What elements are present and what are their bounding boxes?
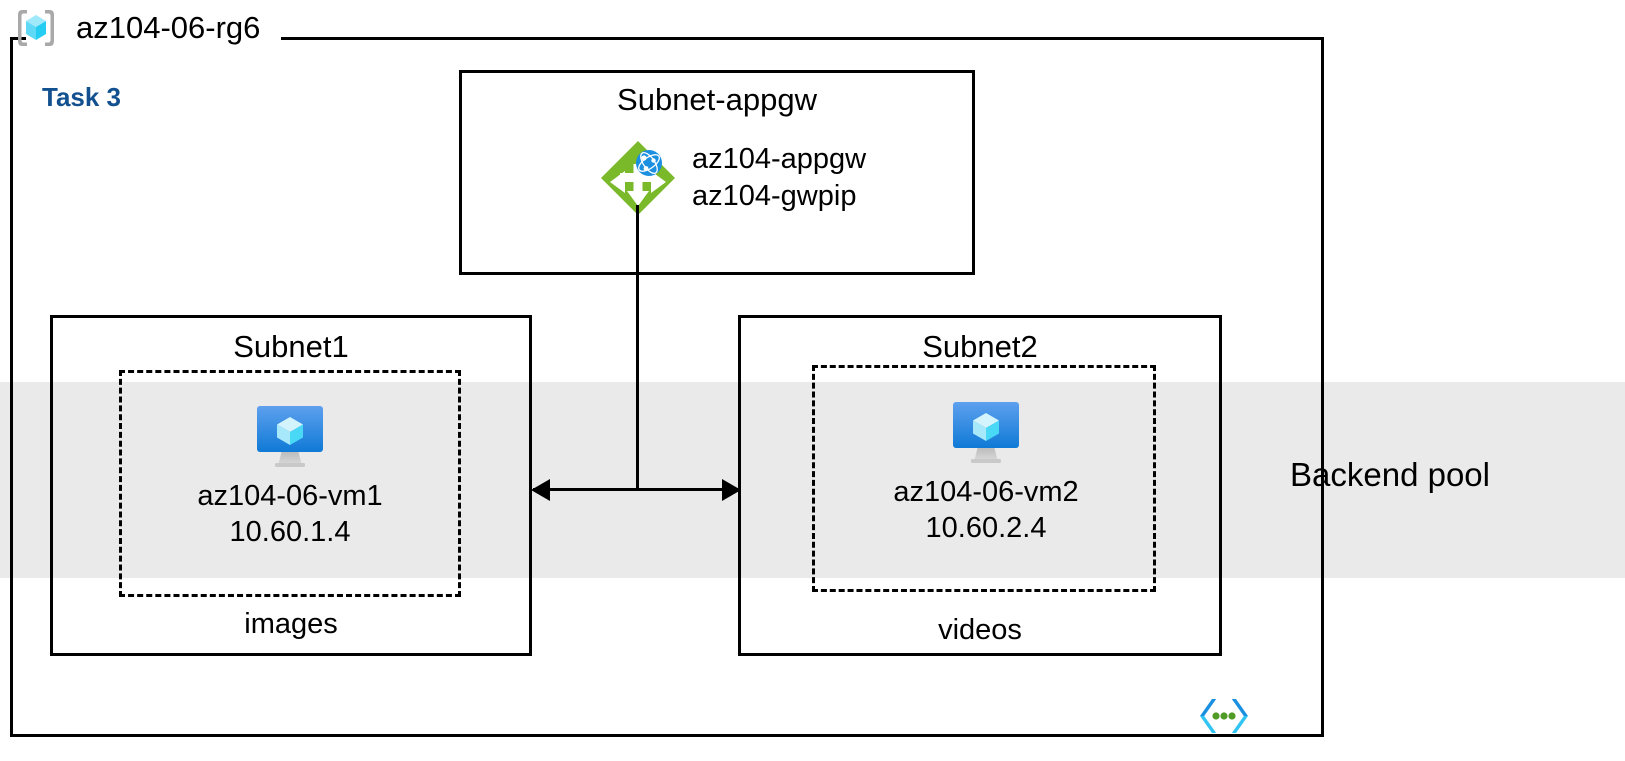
resource-group-name: az104-06-rg6 [70,10,267,46]
virtual-network-icon [1196,694,1252,738]
subnet2-box: Subnet2 [738,315,1222,656]
application-gateway-node: az104-appgw az104-gwpip [598,138,866,218]
subnet1-dashed-boundary [119,370,461,597]
subnet-appgw-title: Subnet-appgw [617,82,817,117]
subnet2-title: Subnet2 [922,329,1038,364]
virtual-machine-icon [947,396,1025,468]
subnet-appgw-box: Subnet-appgw [459,70,975,275]
vm2-node: az104-06-vm2 10.60.2.4 [836,396,1136,546]
connector-subnets-horizontal [533,488,741,491]
resource-group-header: az104-06-rg6 [14,4,267,52]
vm1-ip: 10.60.1.4 [229,516,351,548]
vm2-name: az104-06-vm2 [893,476,1079,508]
resource-group-container [10,37,1324,737]
arrow-head-right-icon [722,479,741,501]
subnet1-box: Subnet1 [50,315,532,656]
subnet2-footer-label: videos [938,614,1022,646]
subnet1-title: Subnet1 [233,329,349,364]
backend-pool-label: Backend pool [1290,456,1490,493]
subnet1-footer-label: images [244,608,338,640]
vm1-name: az104-06-vm1 [197,480,383,512]
application-gateway-labels: az104-appgw az104-gwpip [692,141,866,215]
arrow-head-left-icon [531,479,550,501]
appgw-name-line: az104-appgw [692,143,867,175]
subnet2-dashed-boundary [812,365,1156,592]
vm2-ip: 10.60.2.4 [925,512,1047,544]
appgw-pip-line: az104-gwpip [692,180,857,212]
application-gateway-icon [598,138,678,218]
connector-appgw-vertical [636,205,639,490]
resource-group-icon [14,6,58,50]
task-label: Task 3 [42,82,122,112]
vm1-node: az104-06-vm1 10.60.1.4 [140,400,440,550]
virtual-machine-icon [251,400,329,472]
